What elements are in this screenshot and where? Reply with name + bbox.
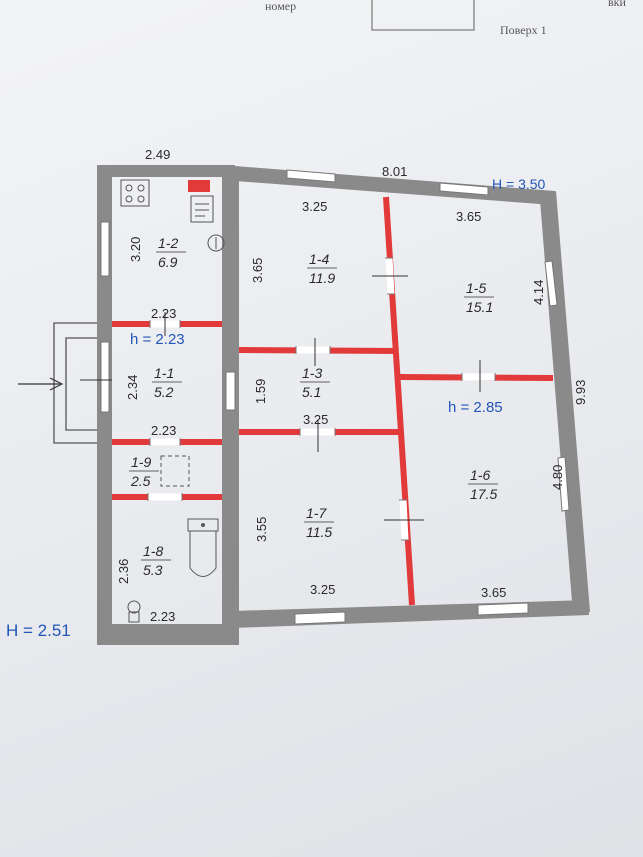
room-area: 5.3 bbox=[143, 562, 163, 578]
window-1-6-east bbox=[557, 456, 570, 512]
room-id: 1-8 bbox=[143, 543, 163, 559]
dim-1-6-height: 4.80 bbox=[550, 465, 565, 490]
dim-top-left: 2.49 bbox=[145, 147, 170, 162]
chimney bbox=[188, 180, 210, 192]
height-main: H = 3.50 bbox=[492, 176, 546, 192]
room-1-6: 1-6 17.5 bbox=[468, 467, 498, 502]
room-1-5: 1-5 15.1 bbox=[464, 280, 494, 315]
room-area: 17.5 bbox=[470, 486, 497, 502]
room-area: 6.9 bbox=[158, 254, 178, 270]
window-1-1 bbox=[100, 341, 110, 413]
height-room-1-1: h = 2.23 bbox=[130, 331, 185, 348]
header-partial-label: вки bbox=[608, 0, 626, 9]
window-1-6 bbox=[477, 602, 529, 616]
dim-1-2-height: 3.20 bbox=[128, 237, 143, 262]
room-1-1: 1-1 5.2 bbox=[152, 365, 182, 400]
room-area: 11.9 bbox=[309, 270, 335, 286]
room-id: 1-7 bbox=[306, 505, 327, 521]
header-number-box bbox=[371, 0, 475, 31]
room-id: 1-4 bbox=[309, 251, 329, 267]
window-1-4 bbox=[286, 169, 336, 183]
room-1-4: 1-4 11.9 bbox=[307, 251, 337, 286]
height-room-1-6: h = 2.85 bbox=[448, 399, 503, 416]
room-id: 1-9 bbox=[131, 454, 151, 470]
dim-1-7-height: 3.55 bbox=[254, 517, 269, 542]
dim-right-total: 9.93 bbox=[573, 380, 588, 405]
window-1-2 bbox=[100, 221, 110, 277]
room-area: 11.5 bbox=[306, 524, 332, 540]
dim-top-total: 8.01 bbox=[382, 164, 407, 179]
dim-1-3-width: 3.25 bbox=[303, 412, 328, 427]
header-floor-label: Поверх 1 bbox=[500, 23, 547, 37]
window-1-7 bbox=[294, 611, 346, 625]
windows bbox=[100, 169, 570, 625]
dim-1-2-width: 2.23 bbox=[151, 306, 176, 321]
dim-1-7-width: 3.25 bbox=[310, 582, 335, 597]
dim-1-6-width: 3.65 bbox=[481, 585, 506, 600]
room-area: 2.5 bbox=[130, 473, 151, 489]
boiler-icon bbox=[207, 234, 225, 252]
window-1-5-east bbox=[544, 260, 558, 307]
room-area: 15.1 bbox=[466, 299, 493, 315]
entrance-porch bbox=[18, 322, 98, 444]
room-id: 1-3 bbox=[302, 365, 322, 381]
shower-tray-icon bbox=[160, 455, 190, 487]
room-area: 5.1 bbox=[302, 384, 321, 400]
dim-1-1-height: 2.34 bbox=[125, 375, 140, 400]
dim-1-5-width: 3.65 bbox=[456, 209, 481, 224]
window-1-5 bbox=[439, 182, 489, 196]
stove-icon bbox=[120, 179, 150, 207]
dim-1-4-height: 3.65 bbox=[250, 258, 265, 283]
room-1-3: 1-3 5.1 bbox=[300, 365, 330, 400]
doors bbox=[80, 257, 496, 541]
room-id: 1-2 bbox=[158, 235, 178, 251]
room-1-2: 1-2 6.9 bbox=[156, 235, 186, 270]
dim-1-4-width: 3.25 bbox=[302, 199, 327, 214]
room-area: 5.2 bbox=[154, 384, 174, 400]
height-annex: H = 2.51 bbox=[6, 621, 71, 640]
room-1-8: 1-8 5.3 bbox=[141, 543, 171, 578]
room-1-7: 1-7 11.5 bbox=[304, 505, 334, 540]
dim-1-3-height: 1.59 bbox=[253, 379, 268, 404]
water-heater-icon bbox=[127, 600, 141, 623]
header-number-label: номер bbox=[265, 0, 296, 13]
dim-1-1-width: 2.23 bbox=[151, 423, 176, 438]
room-1-9: 1-9 2.5 bbox=[129, 454, 159, 489]
dim-1-8-width: 2.23 bbox=[150, 609, 175, 624]
window-1-3 bbox=[225, 371, 236, 411]
toilet-icon bbox=[187, 518, 219, 577]
room-id: 1-5 bbox=[466, 280, 486, 296]
room-id: 1-1 bbox=[154, 365, 174, 381]
room-id: 1-6 bbox=[470, 467, 490, 483]
sink-icon bbox=[190, 195, 214, 223]
dim-1-5-height: 4.14 bbox=[531, 280, 546, 305]
dim-1-8-height: 2.36 bbox=[116, 559, 131, 584]
